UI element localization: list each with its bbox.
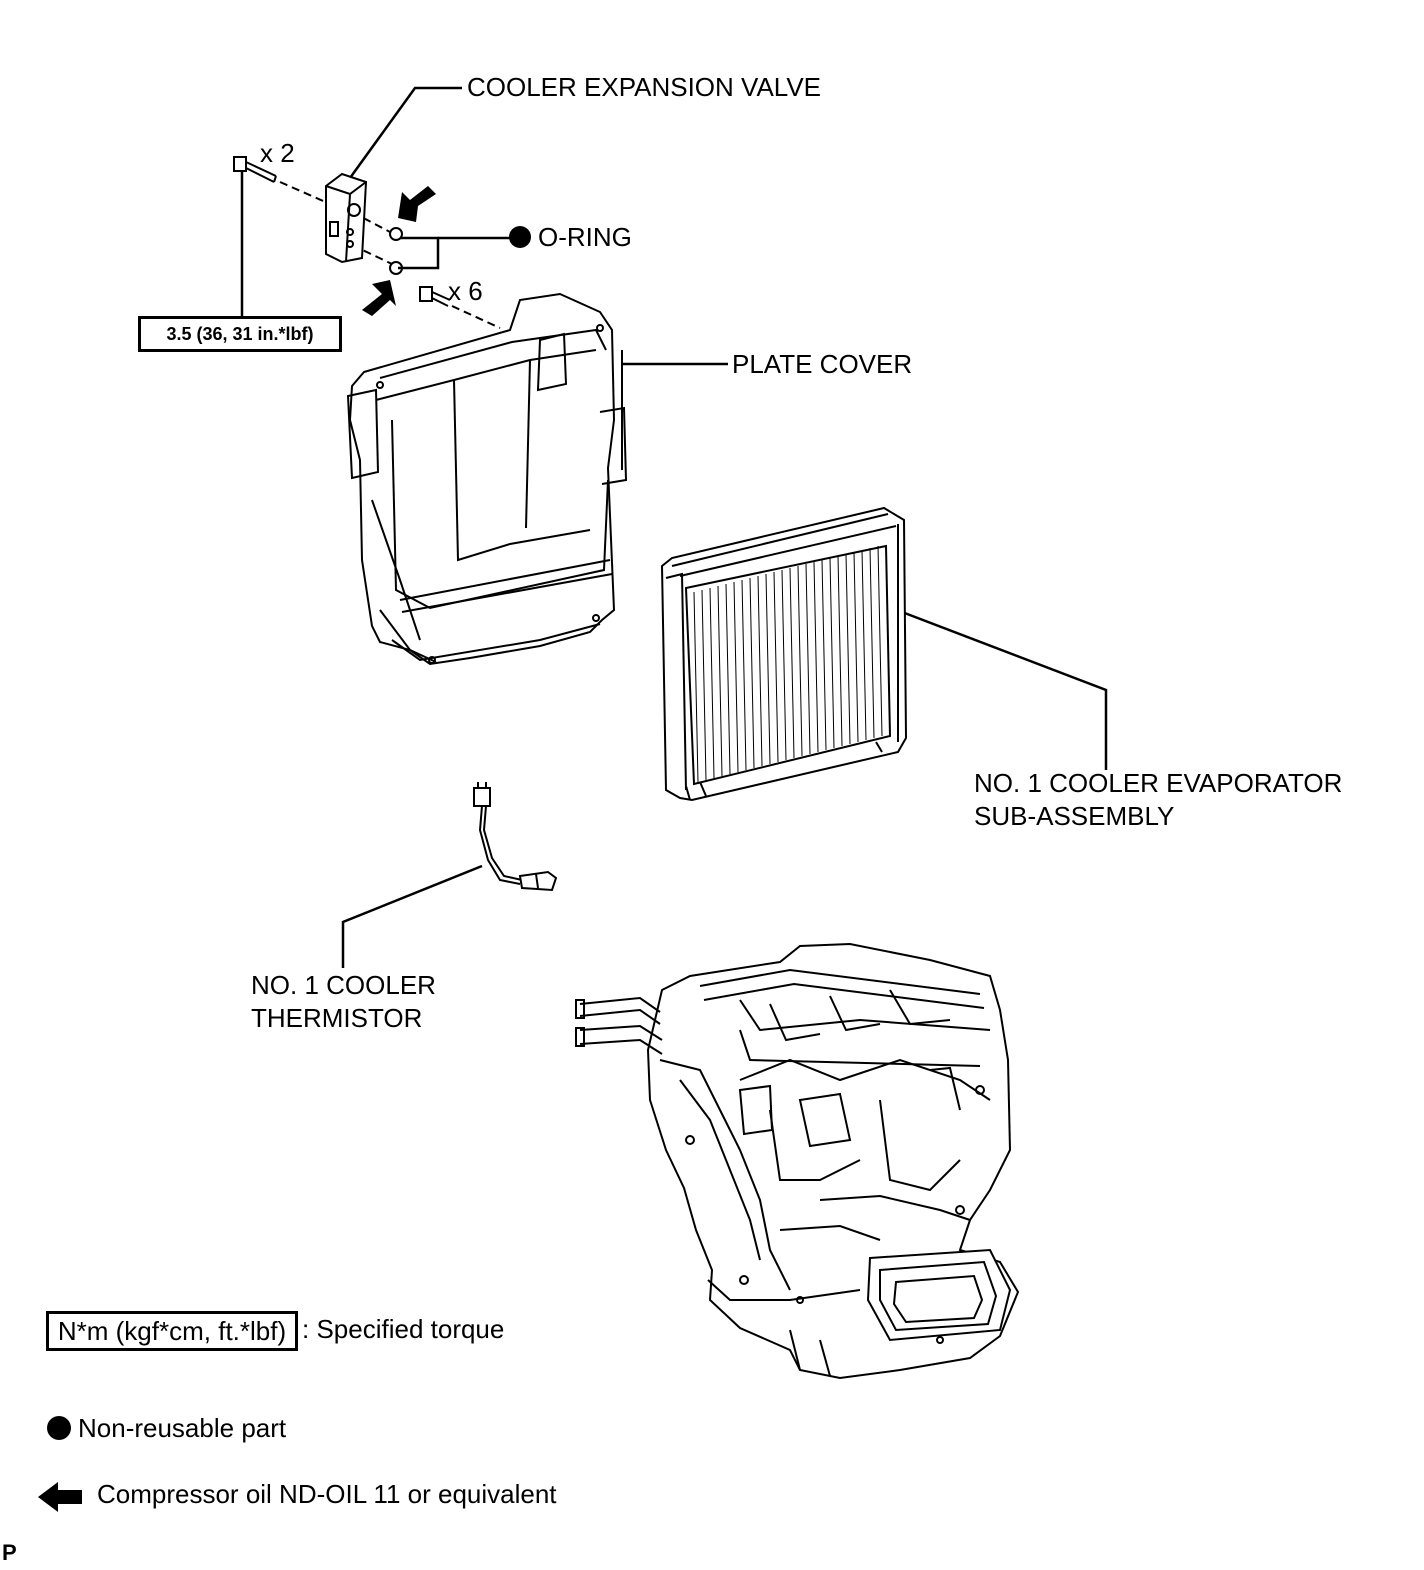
legend-compressor-oil: Compressor oil ND-OIL 11 or equivalent: [97, 1479, 557, 1509]
expansion-valve-part: [325, 172, 368, 264]
non-reusable-dot-icon: [509, 226, 531, 248]
oil-arrow-icon: [398, 186, 436, 222]
label-o-ring: O-RING: [538, 222, 632, 252]
plate-cover-part: [346, 292, 628, 666]
bolt-icon: [233, 156, 277, 183]
bolt-icon: [419, 286, 451, 307]
leader-lines: [240, 86, 1108, 968]
torque-spec-box: 3.5 (36, 31 in.*lbf): [138, 316, 342, 352]
label-cooler-expansion-valve: COOLER EXPANSION VALVE: [467, 72, 821, 102]
label-plate-cover: PLATE COVER: [732, 349, 913, 379]
label-qty-cover-bolts: x 6: [448, 276, 483, 306]
evaporator-fins: [693, 545, 883, 783]
label-thermistor-line2: THERMISTOR: [251, 1003, 423, 1033]
non-reusable-dot-icon: [47, 1416, 71, 1440]
label-thermistor-line1: NO. 1 COOLER: [251, 970, 436, 1000]
oil-arrow-icon: [38, 1482, 82, 1512]
legend-torque-units-box: N*m (kgf*cm, ft.*lbf): [46, 1311, 298, 1351]
air-conditioner-housing: [575, 942, 1020, 1380]
oil-arrow-icon: [362, 280, 396, 316]
legend-non-reusable: Non-reusable part: [78, 1413, 287, 1443]
thermistor-part: [473, 782, 558, 892]
label-evaporator-line1: NO. 1 COOLER EVAPORATOR: [974, 768, 1343, 798]
legend-torque-description: : Specified torque: [302, 1314, 505, 1344]
footer-code: P: [2, 1540, 17, 1565]
label-qty-valve-bolts: x 2: [260, 138, 295, 168]
evaporator-part: [660, 506, 908, 802]
label-evaporator-line2: SUB-ASSEMBLY: [974, 801, 1175, 831]
